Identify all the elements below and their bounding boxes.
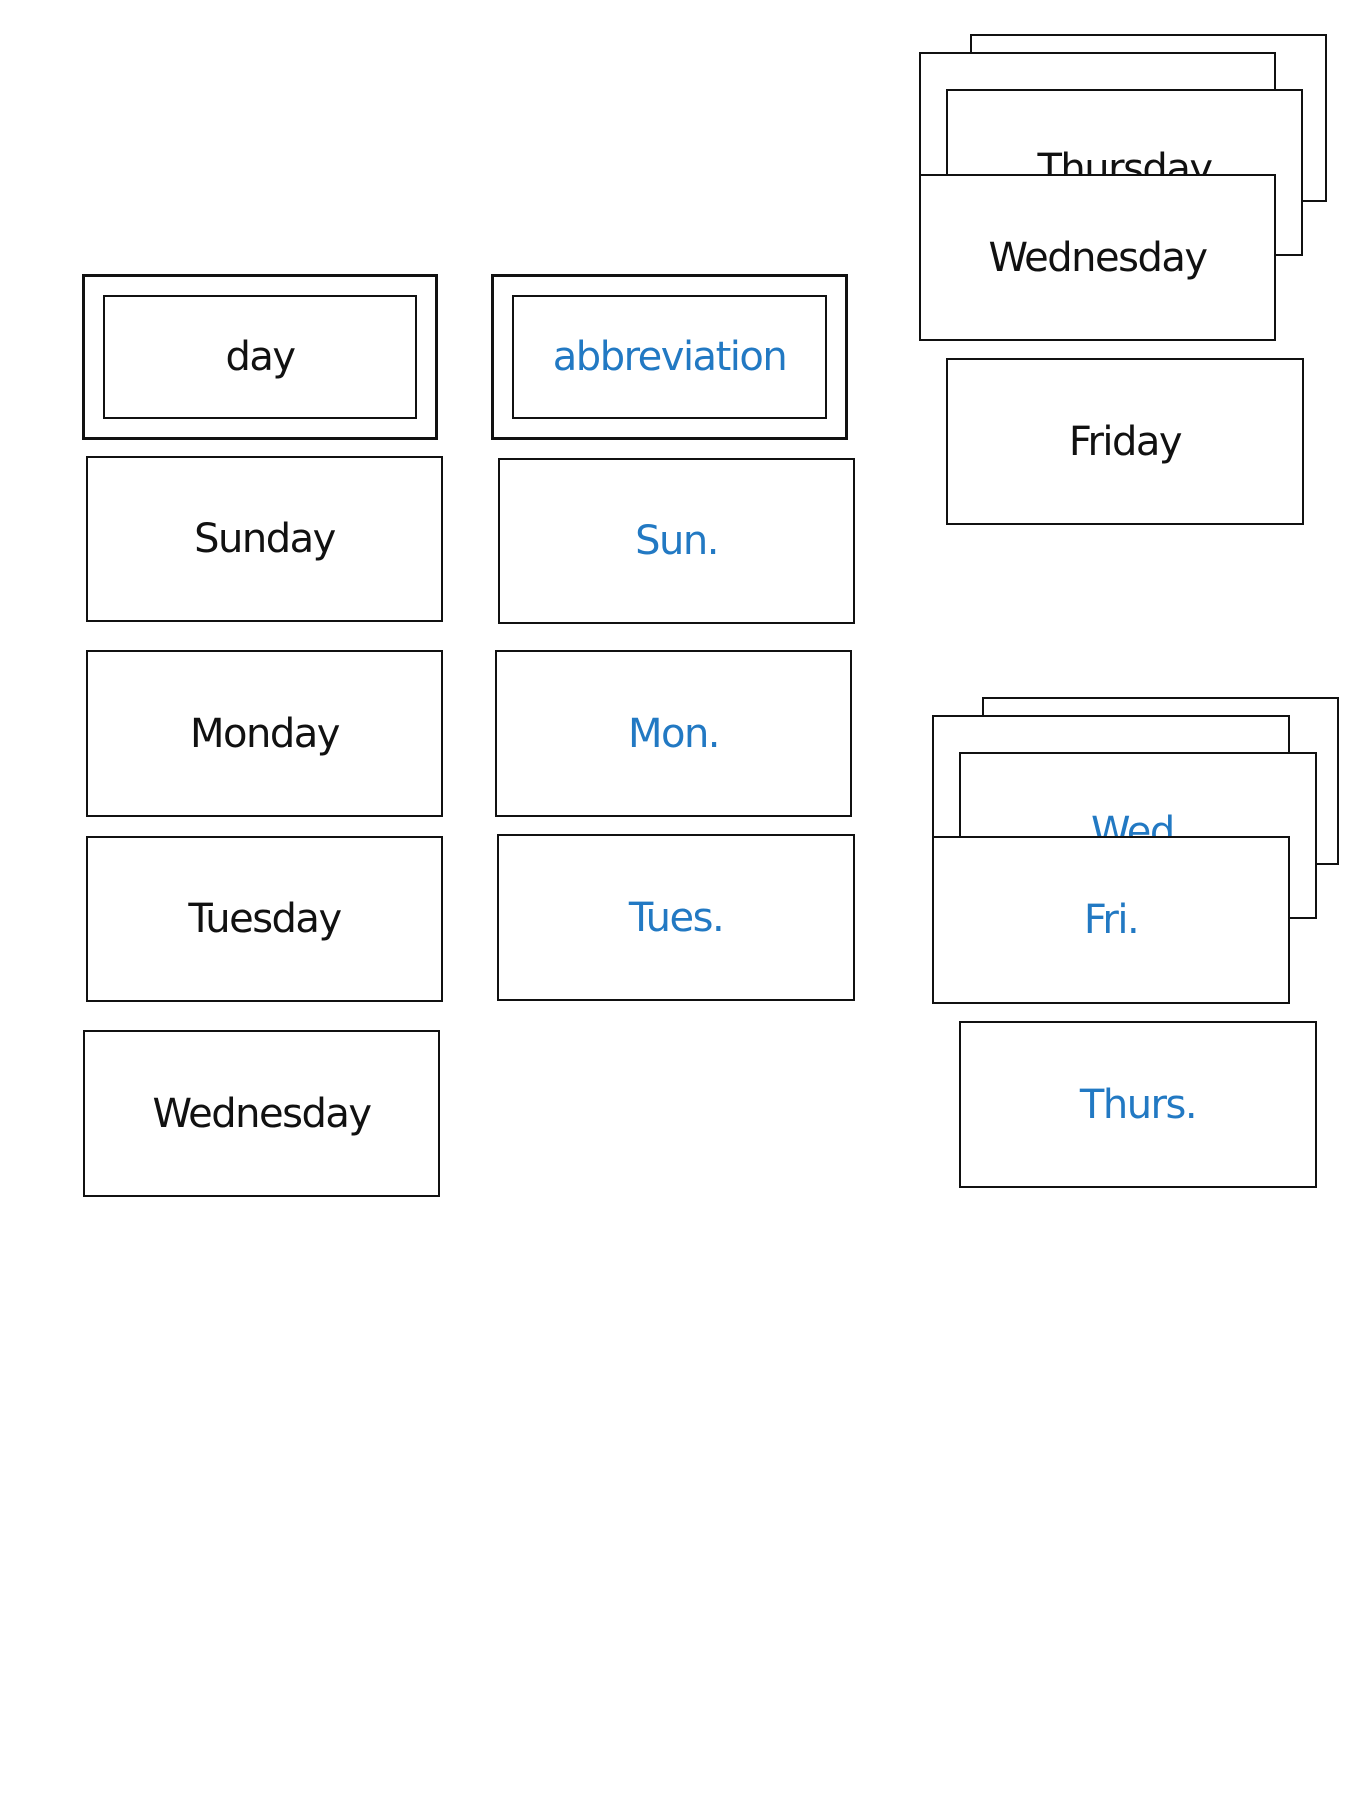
abbreviation-header-label: abbreviation (552, 334, 788, 380)
abbreviation-card-mon[interactable]: Mon. (495, 650, 852, 817)
abbreviation-card-tues[interactable]: Tues. (497, 834, 855, 1001)
day-card-sunday[interactable]: Sunday (86, 456, 443, 622)
day-card-label: Friday (1068, 418, 1183, 465)
abbreviation-card-label: Tues. (628, 894, 725, 941)
abbreviation-header-card: abbreviation (491, 274, 848, 440)
day-card-label: Monday (190, 710, 340, 757)
day-header-inner-frame: day (103, 295, 417, 419)
day-card-wednesday[interactable]: Wednesday (83, 1030, 440, 1197)
day-card-tuesday[interactable]: Tuesday (86, 836, 443, 1002)
pile-day-card-friday[interactable]: Friday (946, 358, 1304, 525)
abbreviation-card-label: Sun. (635, 518, 719, 564)
abbreviation-header-inner-frame: abbreviation (512, 295, 827, 419)
day-card-label: Sunday (194, 516, 336, 562)
day-header-card: day (82, 274, 438, 440)
day-header-label: day (225, 334, 296, 380)
pile-abbreviation-card-fri[interactable]: Fri. (932, 836, 1290, 1004)
pile-abbreviation-card-thurs[interactable]: Thurs. (959, 1021, 1317, 1188)
pile-day-card-wednesday[interactable]: Wednesday (919, 174, 1276, 341)
abbreviation-card-label: Fri. (1083, 897, 1140, 943)
abbreviation-card-label: Mon. (627, 710, 721, 757)
abbreviation-card-sun[interactable]: Sun. (498, 458, 855, 624)
day-card-label: Wednesday (988, 234, 1208, 281)
day-card-monday[interactable]: Monday (86, 650, 443, 817)
day-card-label: Tuesday (188, 896, 342, 942)
day-card-label: Wednesday (152, 1090, 372, 1137)
abbreviation-card-label: Thurs. (1079, 1081, 1198, 1128)
